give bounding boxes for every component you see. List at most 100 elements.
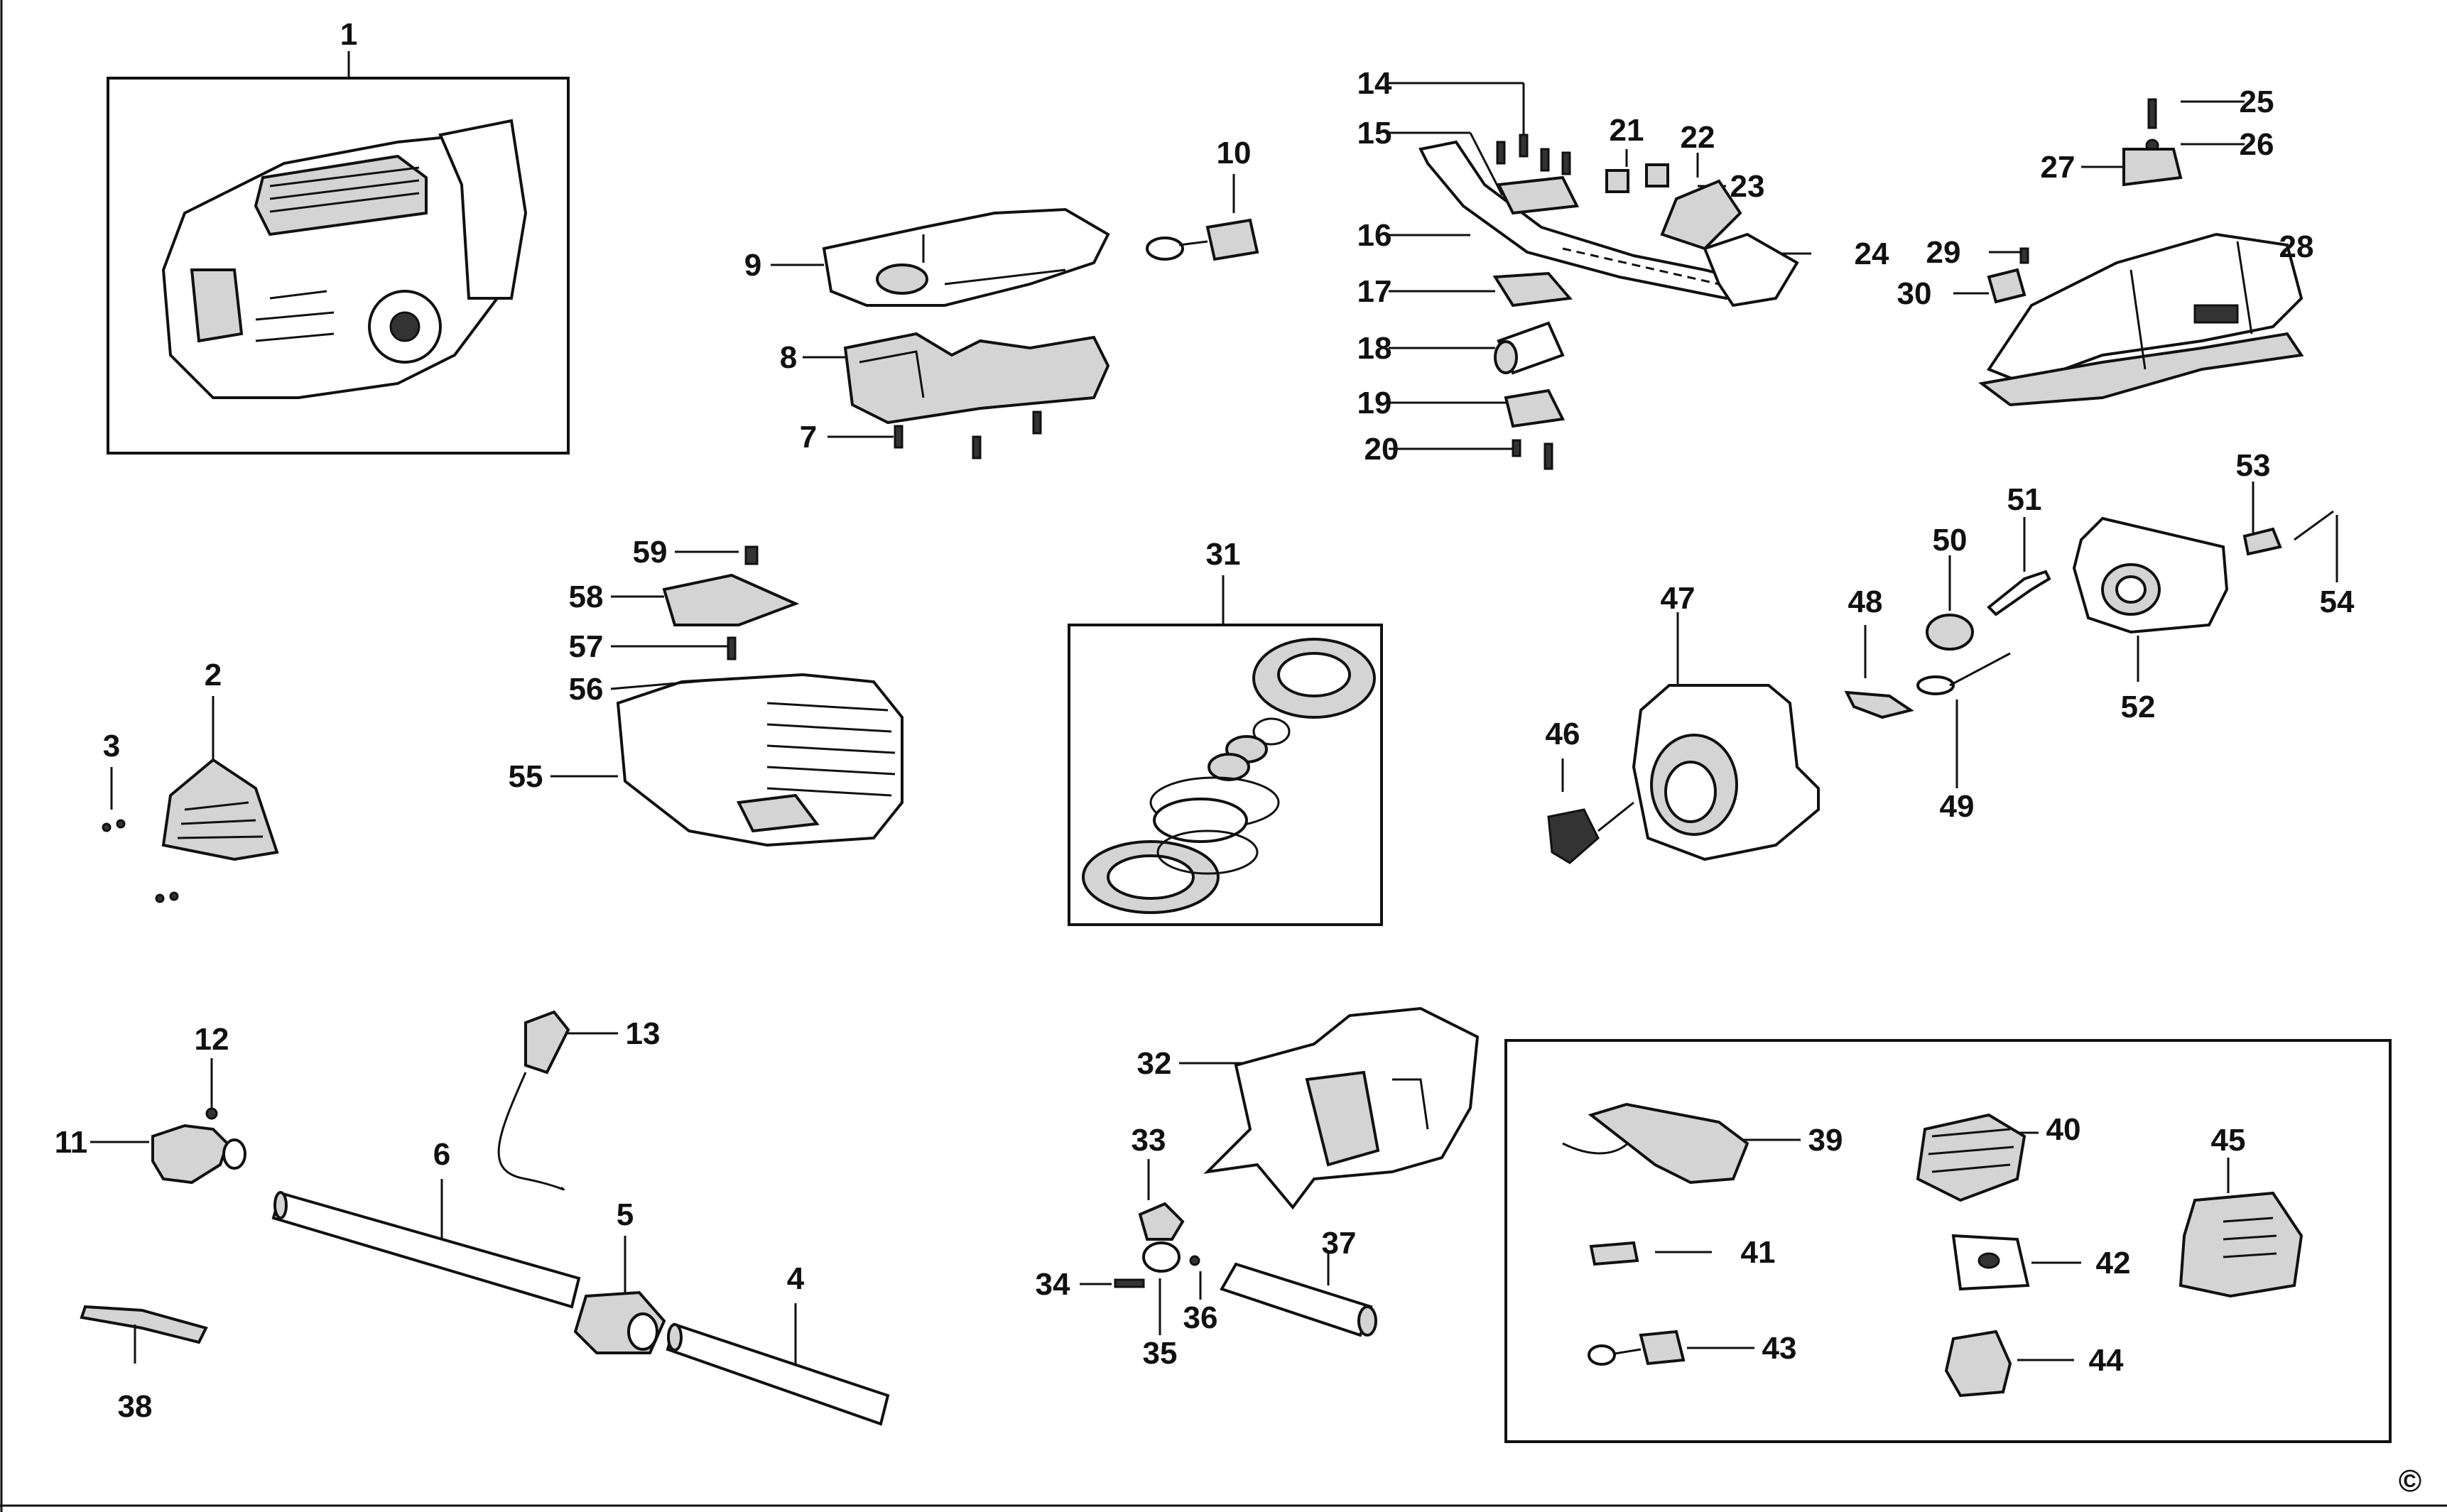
part-6-shaft-tube — [271, 1179, 581, 1309]
spare-parts-box — [1504, 1039, 2392, 1443]
part-1-engine — [107, 51, 570, 455]
callout-45: 45 — [2211, 1123, 2246, 1158]
callout-55: 55 — [509, 759, 543, 794]
part-35-ring — [1142, 1241, 1181, 1335]
callout-12: 12 — [195, 1022, 229, 1057]
callout-5: 5 — [617, 1197, 634, 1232]
part-14-screws — [1389, 82, 1571, 175]
part-53-fitting — [2242, 482, 2282, 556]
callout-14: 14 — [1357, 66, 1392, 101]
part-32-harness — [1179, 1006, 1480, 1210]
callout-41: 41 — [1741, 1235, 1776, 1270]
part-47-air-filter-cover — [1632, 612, 1820, 861]
callout-53: 53 — [2236, 448, 2271, 483]
callout-22: 22 — [1681, 120, 1715, 155]
callout-34: 34 — [1036, 1267, 1070, 1302]
part-7-screws — [828, 410, 1042, 459]
callout-19: 19 — [1357, 386, 1392, 420]
callout-47: 47 — [1661, 581, 1695, 616]
part-3-screws — [102, 767, 179, 903]
callout-28: 28 — [2279, 229, 2314, 264]
callout-52: 52 — [2121, 690, 2156, 724]
callout-4: 4 — [787, 1261, 805, 1296]
callout-21: 21 — [1610, 113, 1644, 148]
callout-8: 8 — [780, 340, 797, 375]
callout-56: 56 — [569, 672, 604, 707]
part-49-plate — [1916, 652, 2011, 788]
callout-35: 35 — [1143, 1336, 1178, 1371]
callout-16: 16 — [1357, 218, 1392, 253]
part-56-screw — [610, 677, 736, 690]
part-36-screw — [1189, 1255, 1202, 1300]
callout-2: 2 — [205, 658, 222, 692]
callout-13: 13 — [626, 1016, 661, 1051]
part-22-23-24-grip — [1660, 153, 1811, 308]
part-58-cover-plate — [611, 573, 800, 626]
part-30-label — [1953, 268, 2026, 304]
callout-48: 48 — [1848, 584, 1883, 619]
engine-frame — [107, 77, 570, 455]
part-41-spark-plug — [1589, 1241, 1712, 1266]
callout-44: 44 — [2089, 1343, 2124, 1378]
trimmer-head-frame — [1068, 624, 1383, 926]
part-57-screw — [611, 636, 737, 660]
callout-43: 43 — [1762, 1331, 1797, 1366]
callout-11: 11 — [55, 1125, 88, 1160]
part-21-grommets — [1605, 149, 1669, 193]
callout-30: 30 — [1897, 276, 1932, 311]
part-31-trimmer-head — [1068, 575, 1383, 926]
callout-40: 40 — [2046, 1112, 2081, 1147]
part-46-knob — [1547, 758, 1634, 864]
callout-59: 59 — [633, 535, 668, 570]
callout-29: 29 — [1926, 235, 1961, 270]
callout-6: 6 — [433, 1137, 450, 1172]
callout-42: 42 — [2096, 1246, 2131, 1280]
callout-24: 24 — [1855, 236, 1889, 271]
part-55-engine-cover — [550, 673, 904, 847]
callout-50: 50 — [1933, 523, 1968, 558]
part-28-guard — [1978, 232, 2304, 407]
callout-25: 25 — [2240, 85, 2274, 119]
callout-20: 20 — [1364, 432, 1399, 467]
part-34-bolt — [1080, 1278, 1145, 1288]
callout-17: 17 — [1357, 274, 1392, 309]
callout-33: 33 — [1132, 1123, 1166, 1158]
callout-31: 31 — [1206, 537, 1241, 572]
callout-49: 49 — [1940, 789, 1975, 824]
part-18-handle-sleeve — [1389, 321, 1565, 375]
callout-7: 7 — [800, 420, 817, 455]
part-11-gear-head — [90, 1124, 246, 1185]
part-10-fuel-cap — [1146, 174, 1259, 261]
part-2-guard — [161, 696, 279, 861]
part-51-breather-tube — [1987, 517, 2051, 616]
part-48-bracket — [1844, 625, 1914, 719]
callout-32: 32 — [1137, 1046, 1172, 1081]
part-25-screw — [2147, 98, 2245, 129]
callout-46: 46 — [1546, 717, 1580, 751]
part-43-fuel-cap — [1588, 1329, 1754, 1366]
part-50-filter-element — [1926, 555, 1974, 651]
callout-38: 38 — [118, 1389, 153, 1424]
callout-26: 26 — [2240, 127, 2274, 162]
copyright-mark: © — [2399, 1464, 2421, 1499]
part-12-screw — [205, 1058, 218, 1120]
callout-3: 3 — [103, 729, 120, 763]
part-42-gasket — [1951, 1234, 2081, 1291]
callout-15: 15 — [1357, 116, 1392, 151]
part-5-coupling — [573, 1236, 666, 1354]
part-4-lower-shaft — [666, 1303, 890, 1426]
part-54-screw — [2294, 510, 2338, 582]
callout-10: 10 — [1217, 136, 1252, 170]
callout-58: 58 — [569, 580, 604, 614]
callout-18: 18 — [1357, 331, 1392, 366]
part-9-fuel-tank — [771, 207, 1110, 307]
part-13-throttle-cable — [497, 1010, 618, 1191]
part-39-ignition-coil — [1562, 1102, 1801, 1185]
callout-9: 9 — [744, 248, 761, 283]
part-38-blade — [80, 1305, 208, 1364]
callout-27: 27 — [2041, 150, 2076, 185]
part-19-base-plate — [1389, 388, 1566, 428]
callout-36: 36 — [1183, 1300, 1218, 1335]
callout-54: 54 — [2320, 584, 2355, 619]
